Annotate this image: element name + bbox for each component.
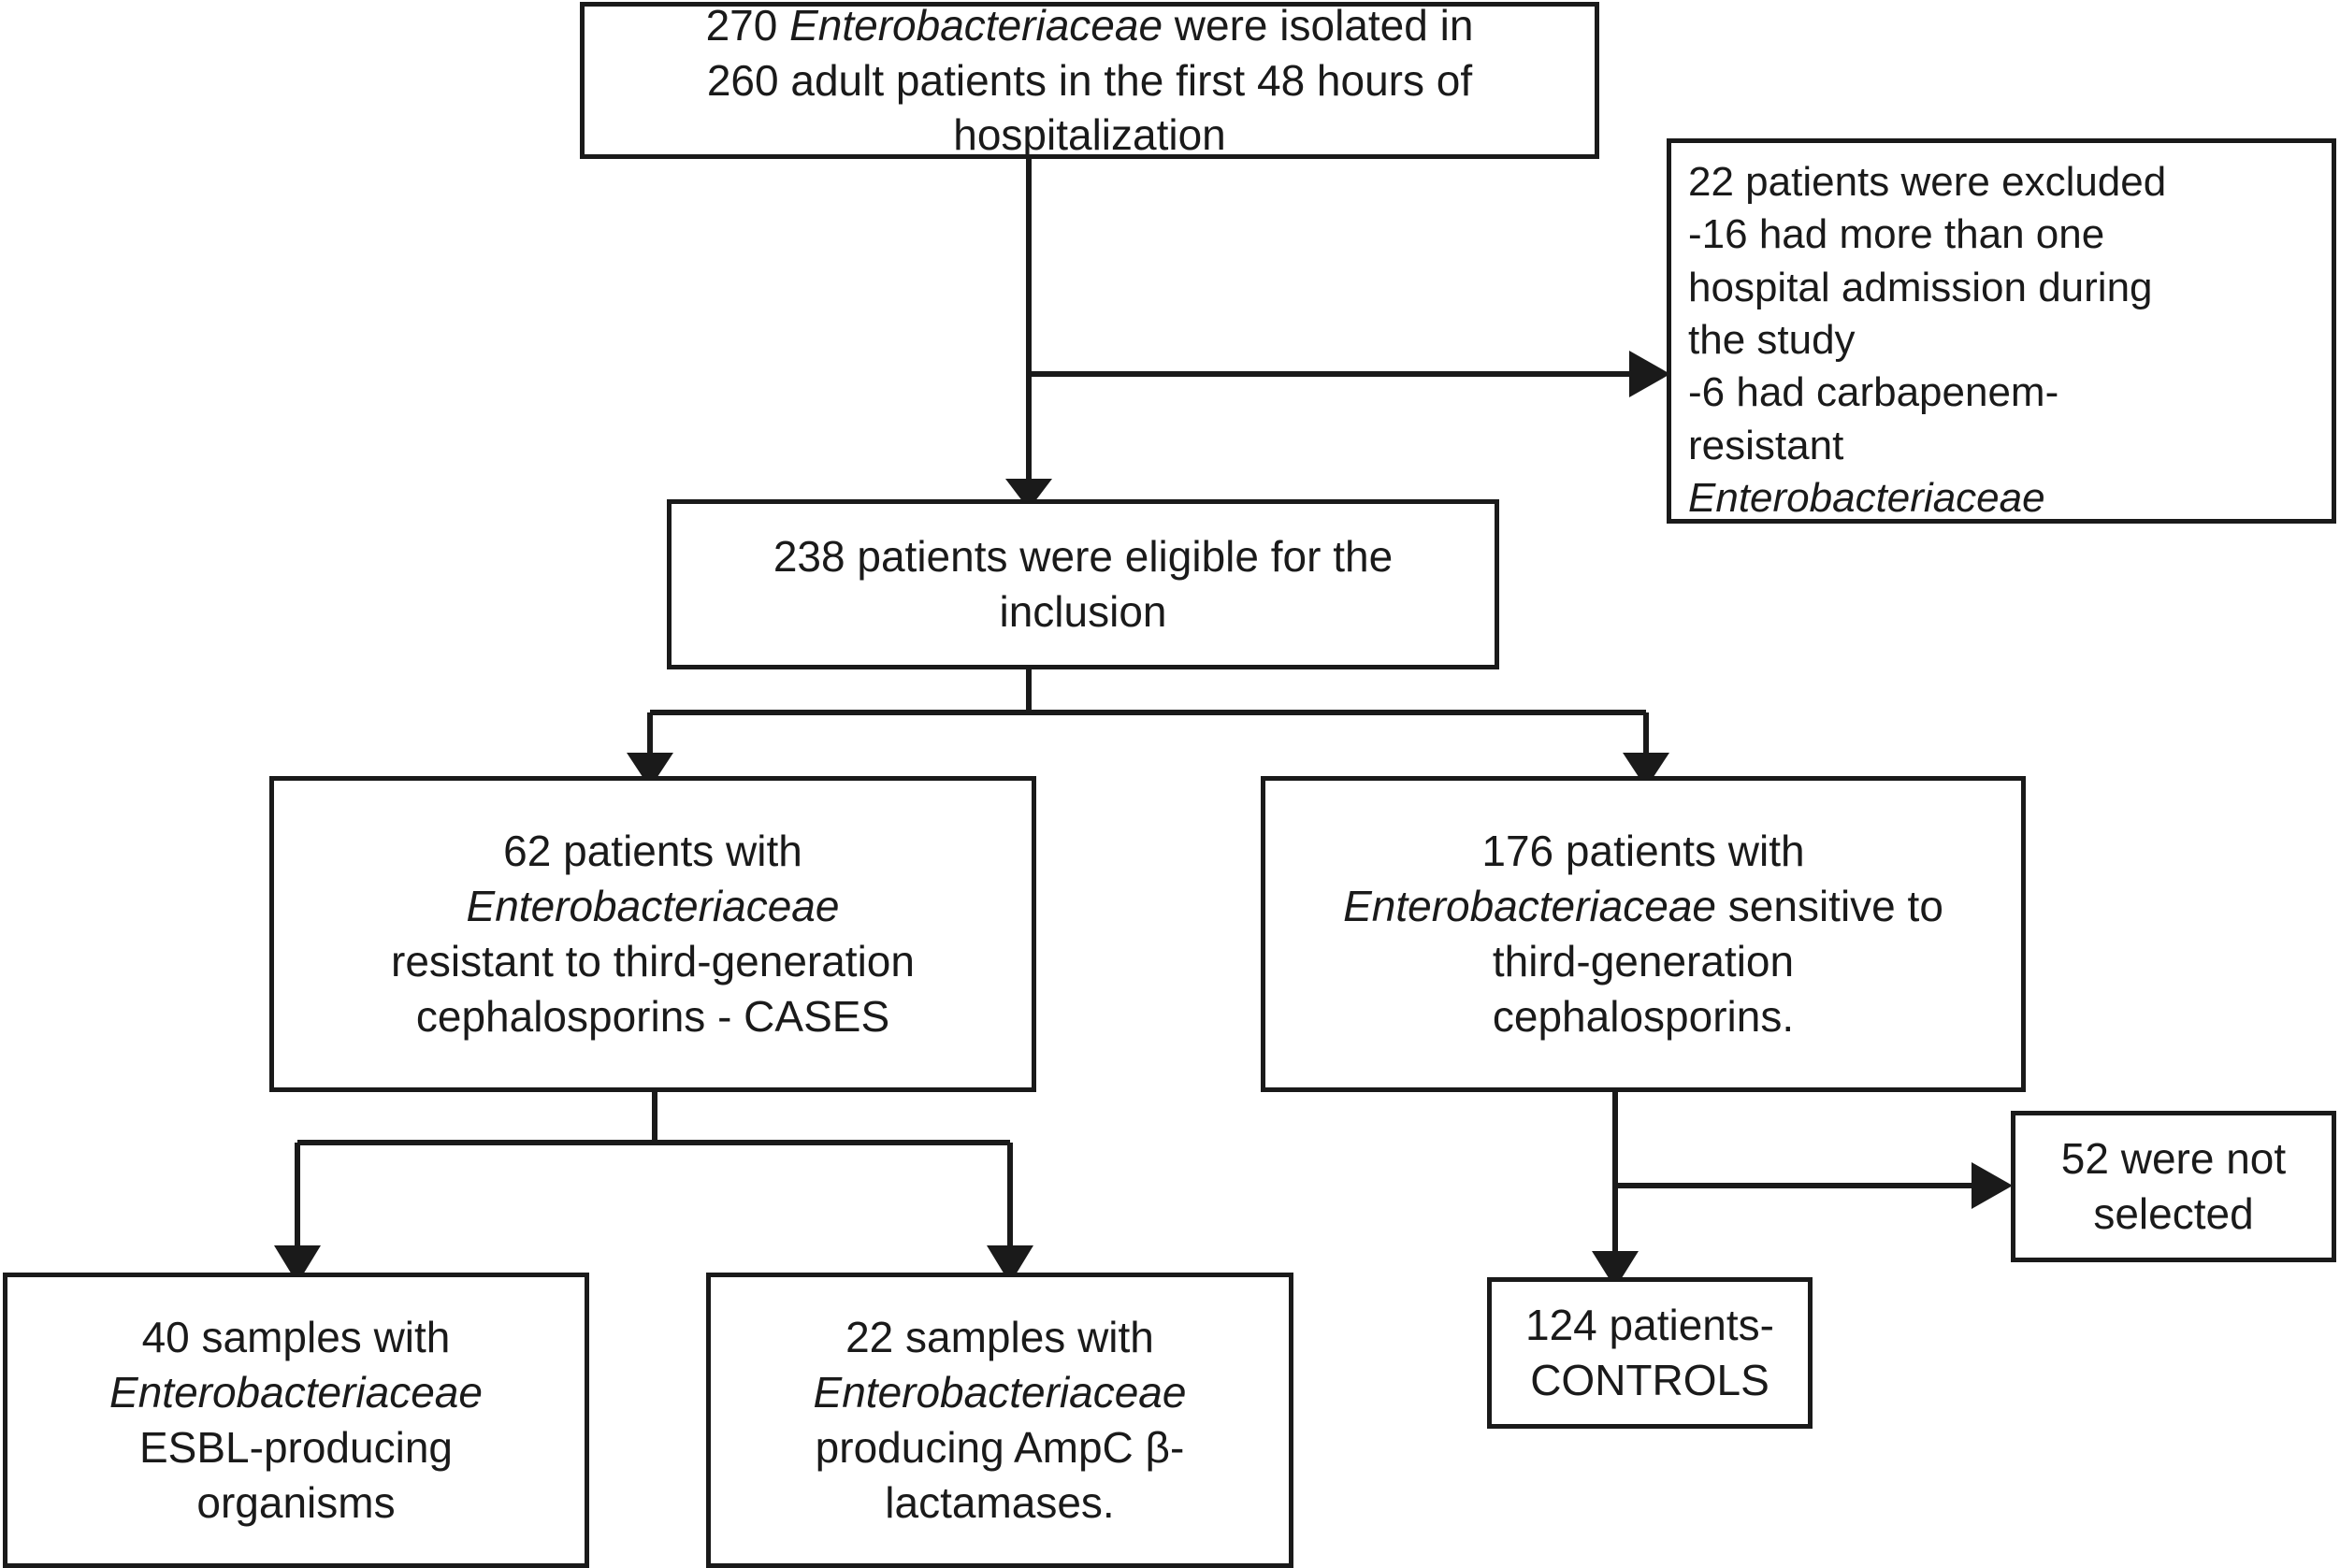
- edge-sensitive-to-controls: [1592, 1092, 1639, 1288]
- node-eligible: 238 patients were eligible for the inclu…: [667, 499, 1499, 669]
- edge-cases-split: [274, 1092, 1033, 1284]
- node-sensitive: 176 patients with Enterobacteriaceae sen…: [1261, 776, 2026, 1092]
- node-controls: 124 patients- CONTROLS: [1487, 1277, 1813, 1429]
- node-not-selected-text: 52 were not selected: [2060, 1134, 2287, 1238]
- node-sensitive-text: 176 patients with Enterobacteriaceae sen…: [1343, 827, 1943, 1041]
- node-controls-text: 124 patients- CONTROLS: [1525, 1301, 1774, 1404]
- node-isolated: 270 Enterobacteriaceae were isolated in …: [580, 1, 1599, 159]
- node-cases: 62 patients with Enterobacteriaceae resi…: [269, 776, 1036, 1092]
- node-excluded-text: 22 patients were excluded -16 had more t…: [1688, 159, 2167, 521]
- node-ampc: 22 samples with Enterobacteriaceae produ…: [706, 1273, 1293, 1568]
- node-isolated-text: 270 Enterobacteriaceae were isolated in …: [705, 0, 1474, 160]
- edge-sensitive-to-not-selected: [1615, 1162, 2013, 1209]
- edge-isolated-to-excluded: [1029, 351, 1670, 397]
- node-esbl-text: 40 samples with Enterobacteriaceae ESBL-…: [109, 1313, 483, 1527]
- node-cases-text: 62 patients with Enterobacteriaceae resi…: [391, 827, 915, 1041]
- node-not-selected: 52 were not selected: [2011, 1111, 2336, 1262]
- edge-isolated-to-eligible: [1005, 159, 1052, 510]
- node-eligible-text: 238 patients were eligible for the inclu…: [773, 532, 1394, 636]
- node-esbl: 40 samples with Enterobacteriaceae ESBL-…: [3, 1273, 589, 1568]
- edge-eligible-split: [627, 669, 1669, 788]
- node-excluded: 22 patients were excluded -16 had more t…: [1667, 138, 2336, 524]
- node-ampc-text: 22 samples with Enterobacteriaceae produ…: [813, 1313, 1187, 1527]
